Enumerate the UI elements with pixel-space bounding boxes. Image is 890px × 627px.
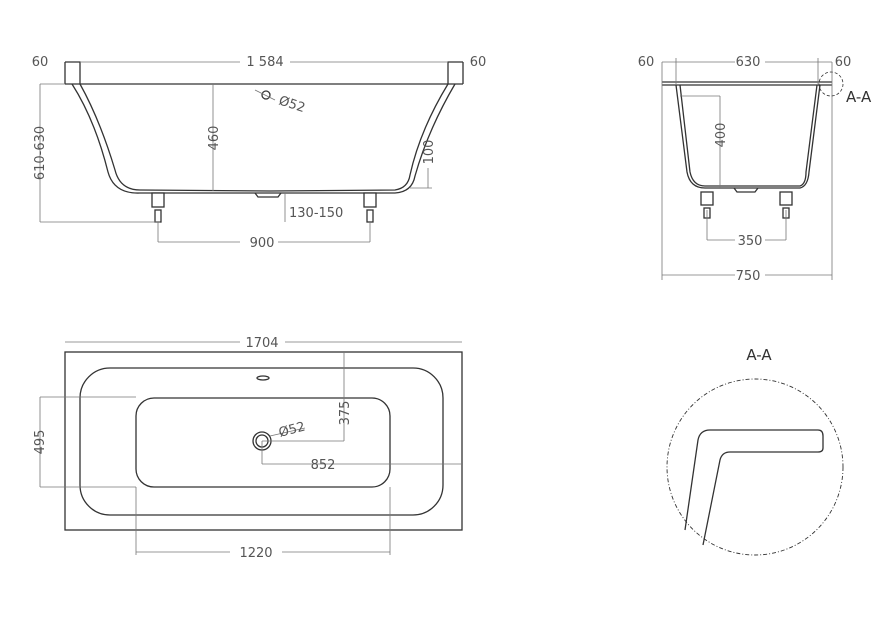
dim-leg-spacing: 900	[250, 236, 275, 251]
plan-dim-drain-y: 375	[338, 401, 353, 426]
side-dim-leg-spacing: 350	[738, 234, 763, 249]
plan-dim-drain-x: 852	[311, 458, 336, 473]
dim-height: 610-630	[33, 126, 48, 180]
dim-leg-height: 130-150	[289, 206, 343, 221]
front-view: 60 1 584 60 Ø52 610-630 460 100 130-150 …	[32, 55, 487, 251]
section-marker: A-A	[846, 88, 872, 106]
dim-rim-right: 60	[470, 55, 487, 70]
side-dim-width: 750	[736, 269, 761, 284]
side-dim-inner-width: 630	[736, 55, 761, 70]
dim-rim-left: 60	[32, 55, 49, 70]
plan-dim-length: 1704	[245, 336, 278, 351]
detail-title: A-A	[746, 346, 772, 364]
dim-drain: Ø52	[277, 94, 307, 117]
dim-depth: 460	[207, 126, 222, 151]
plan-dim-drain: Ø52	[277, 419, 307, 440]
side-view: 60 630 60 A-A 400 350 750	[638, 55, 872, 284]
dim-length: 1 584	[246, 55, 283, 70]
plan-dim-basin-length: 1220	[239, 546, 272, 561]
plan-dim-width: 495	[33, 430, 48, 455]
detail-a-a: A-A	[666, 346, 844, 556]
side-dim-rim-right: 60	[835, 55, 852, 70]
side-dim-rim-left: 60	[638, 55, 655, 70]
dim-step: 100	[422, 140, 437, 165]
plan-view: 1704 495 375 Ø52 852 1220	[33, 336, 463, 561]
side-dim-depth: 400	[714, 123, 729, 148]
